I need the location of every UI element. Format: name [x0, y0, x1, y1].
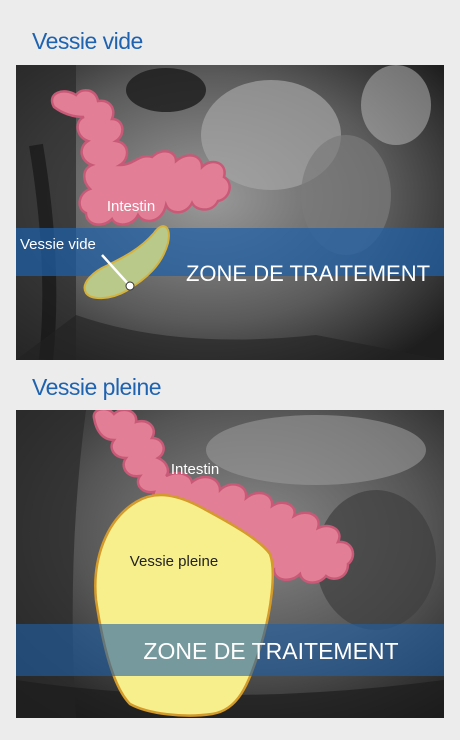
panel-empty-bladder: Vessie vide Intestin — [16, 14, 444, 360]
intestin-label-empty: Intestin — [107, 198, 155, 215]
mri-scan-empty: Intestin Vessie vide ZONE DE TRAITEMENT — [16, 65, 444, 360]
scan-svg-full: Intestin Vessie pleine ZONE DE TRAITEMEN… — [16, 410, 444, 718]
mri-scan-full: Intestin Vessie pleine ZONE DE TRAITEMEN… — [16, 410, 444, 718]
treatment-zone-label-empty: ZONE DE TRAITEMENT — [186, 261, 430, 286]
bladder-pointer-dot — [126, 282, 134, 290]
panel-title-full: Vessie pleine — [32, 374, 161, 401]
treatment-zone-label-full: ZONE DE TRAITEMENT — [143, 638, 398, 664]
full-bladder-label: Vessie pleine — [130, 553, 218, 570]
mri-dark-area — [126, 68, 206, 112]
panel-full-bladder: Vessie pleine Intestin Vessie pleine — [16, 360, 444, 718]
mri-bright-area — [361, 65, 431, 145]
empty-bladder-label: Vessie vide — [20, 236, 96, 253]
panel-title-empty: Vessie vide — [32, 28, 143, 55]
mri-bright-area — [206, 415, 426, 485]
intestin-label-full: Intestin — [171, 461, 219, 478]
scan-svg-empty: Intestin Vessie vide ZONE DE TRAITEMENT — [16, 65, 444, 360]
